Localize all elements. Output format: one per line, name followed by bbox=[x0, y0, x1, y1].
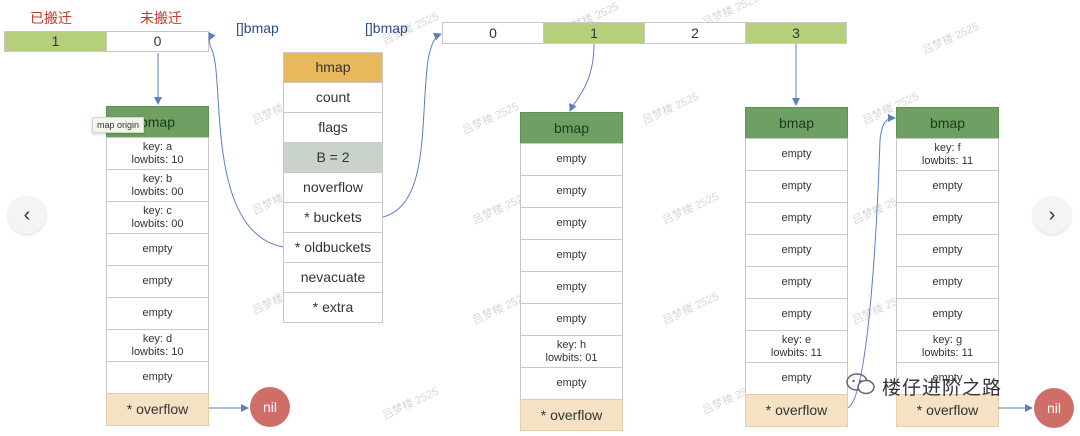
bucket-slot: empty bbox=[520, 367, 623, 400]
bucket-slot: empty bbox=[896, 170, 999, 203]
bucket-slot: empty bbox=[106, 233, 209, 266]
bucket-slot: key: a lowbits: 10 bbox=[106, 137, 209, 170]
map-origin-tooltip: map origin bbox=[92, 117, 145, 133]
not-migrated-label: 未搬迁 bbox=[140, 10, 182, 26]
old-array-slot-0: 0 bbox=[106, 31, 209, 52]
arrow-new3-overflow-to-overflow-bucket bbox=[847, 114, 896, 409]
new-bmap-array-label: []bmap bbox=[365, 20, 408, 36]
new-array-slot-3: 3 bbox=[745, 22, 847, 44]
new-array-slot-2: 2 bbox=[644, 22, 746, 44]
bucket-slot: key: h lowbits: 01 bbox=[520, 335, 623, 368]
old-bmap-array-label: []bmap bbox=[236, 20, 279, 36]
hmap-field-flags: flags bbox=[283, 112, 383, 143]
bucket-slot: key: f lowbits: 11 bbox=[896, 138, 999, 171]
next-button[interactable]: › bbox=[1033, 196, 1071, 234]
wechat-icon bbox=[846, 372, 876, 396]
hmap-field-oldbuckets: * oldbuckets bbox=[283, 232, 383, 263]
arrow-oldbuckets-to-old-array bbox=[208, 31, 284, 248]
arrow-buckets-to-new-array bbox=[382, 32, 442, 218]
new-array-slot-0: 0 bbox=[442, 22, 544, 44]
bucket-slot: key: e lowbits: 11 bbox=[745, 330, 848, 363]
bucket-overflow-pointer: * overflow bbox=[106, 393, 209, 426]
bucket-header: bmap bbox=[745, 107, 848, 139]
nil-node-new: nil bbox=[1034, 388, 1074, 428]
bucket-slot: empty bbox=[745, 138, 848, 171]
bucket-slot: empty bbox=[520, 175, 623, 208]
bucket-overflow-pointer: * overflow bbox=[520, 399, 623, 431]
bucket-slot: empty bbox=[106, 297, 209, 330]
hmap-field-extra: * extra bbox=[283, 292, 383, 323]
bucket-slot: key: g lowbits: 11 bbox=[896, 330, 999, 363]
prev-button[interactable]: ‹ bbox=[8, 196, 46, 234]
migrated-label: 已搬迁 bbox=[30, 10, 72, 26]
bucket-header: bmap bbox=[896, 107, 999, 139]
hmap-field-b: B = 2 bbox=[283, 142, 383, 173]
bucket-overflow-pointer: * overflow bbox=[896, 394, 999, 427]
arrow-new-slot1-to-bucket bbox=[569, 43, 595, 112]
bucket-slot: empty bbox=[745, 362, 848, 395]
bucket-slot: key: c lowbits: 00 bbox=[106, 201, 209, 234]
bucket-overflow-pointer: * overflow bbox=[745, 394, 848, 427]
bucket-slot: empty bbox=[896, 362, 999, 395]
bucket-slot: empty bbox=[106, 265, 209, 298]
bucket-slot: empty bbox=[106, 361, 209, 394]
nil-node-old: nil bbox=[250, 387, 290, 427]
brand-label: 楼仔进阶之路 bbox=[882, 378, 1003, 399]
bucket-slot: empty bbox=[896, 298, 999, 331]
bucket-slot: empty bbox=[520, 239, 623, 272]
